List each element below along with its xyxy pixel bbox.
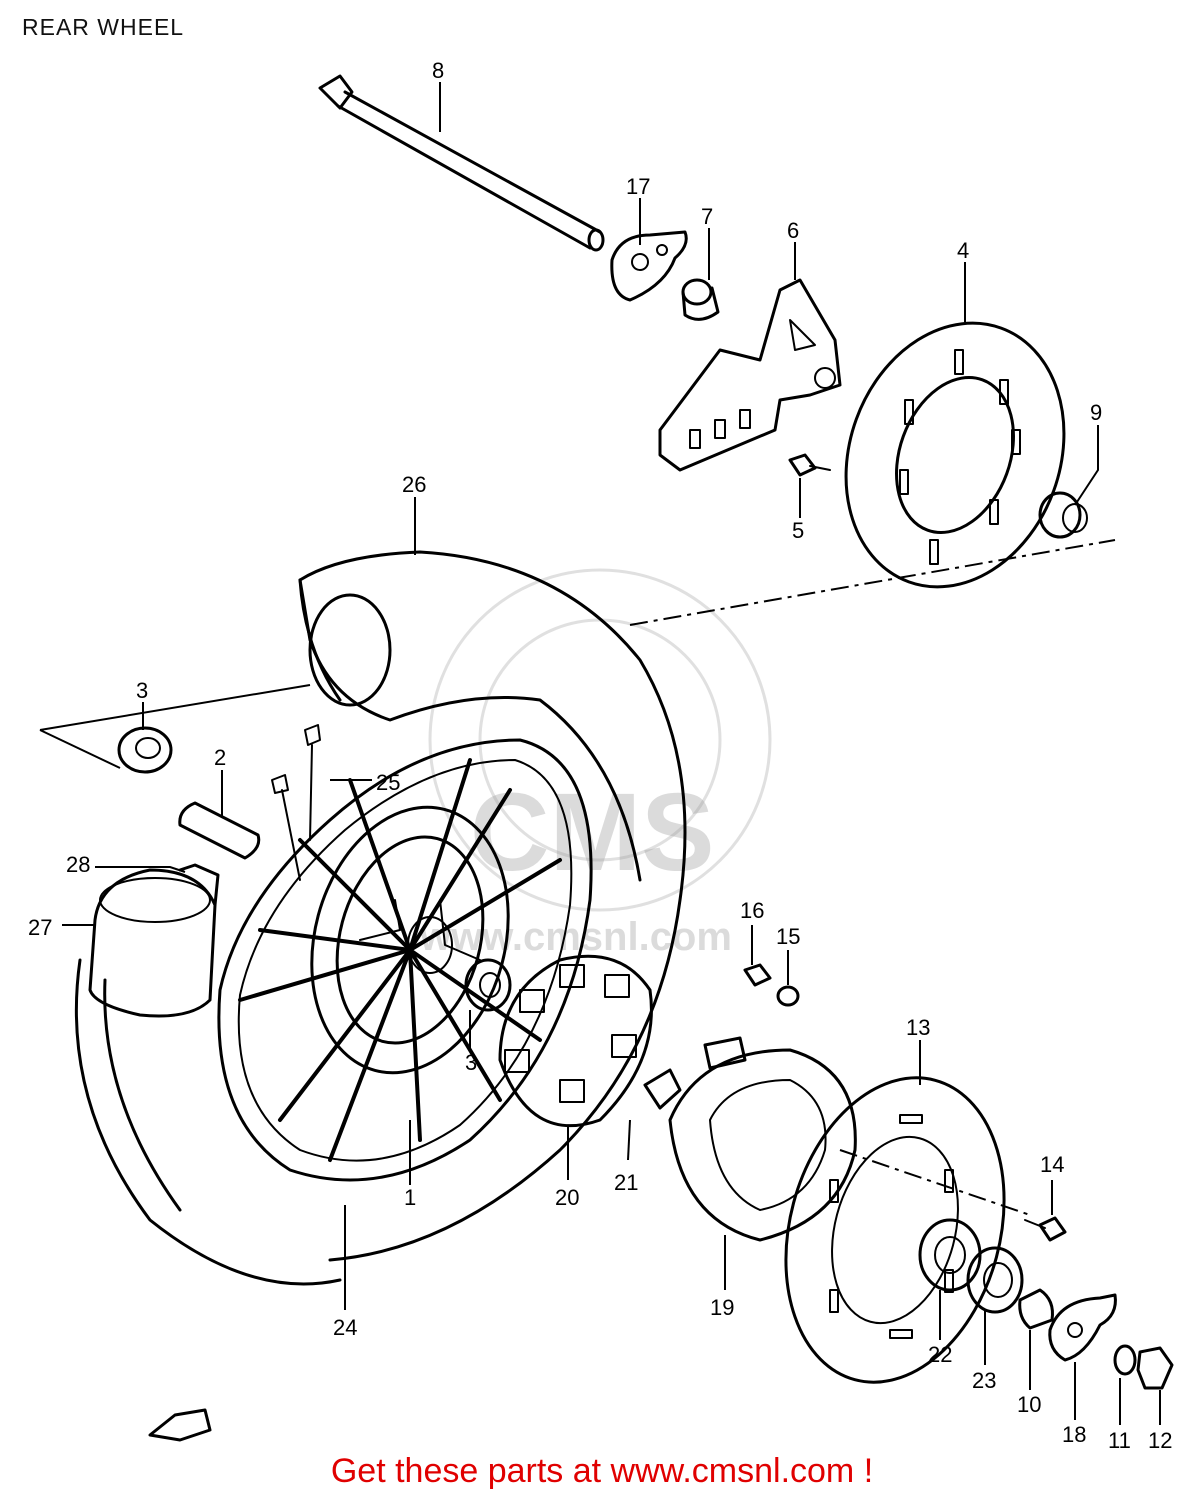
- inner-tube: [88, 863, 220, 1018]
- label-part-12: 12: [1148, 1428, 1172, 1450]
- footer-link[interactable]: Get these parts at www.cmsnl.com !: [330, 1452, 874, 1490]
- part-labels: 8 17 7 6 4 9 5 26 3 2 25 28 27 3 1 24 20…: [28, 58, 1172, 1450]
- label-part-6: 6: [787, 218, 799, 243]
- label-part-14: 14: [1040, 1152, 1064, 1177]
- caliper-bracket: [658, 278, 842, 472]
- collar-21: [643, 1068, 682, 1110]
- bearing-right: [464, 958, 512, 1012]
- label-part-26: 26: [402, 472, 426, 497]
- label-part-15: 15: [776, 924, 800, 949]
- label-part-3-right: 3: [465, 1050, 477, 1075]
- watermark-url: www.cmsnl.com: [419, 915, 732, 959]
- axle-nut-12: [1136, 1346, 1174, 1390]
- label-part-27: 27: [28, 915, 52, 940]
- chain-adjuster-left: [610, 230, 688, 302]
- label-part-25: 25: [376, 770, 400, 795]
- label-part-22: 22: [928, 1342, 952, 1367]
- sprocket-drum: [668, 1036, 857, 1242]
- label-part-7: 7: [701, 204, 713, 229]
- axle: [318, 74, 605, 252]
- wheel-rim: [217, 738, 593, 1182]
- leader-lines: [39, 82, 1161, 1425]
- label-part-18: 18: [1062, 1422, 1086, 1447]
- label-part-2: 2: [214, 745, 226, 770]
- bolt-5: [788, 453, 831, 477]
- spacer-10: [1018, 1288, 1054, 1330]
- label-part-8: 8: [432, 58, 444, 83]
- washer-11: [1113, 1344, 1137, 1376]
- spoke-nipples: [271, 724, 321, 881]
- page-title: REAR WHEEL: [22, 14, 185, 40]
- washer-15: [776, 985, 800, 1007]
- label-part-19: 19: [710, 1295, 734, 1320]
- label-part-9: 9: [1090, 400, 1102, 425]
- bearing-left: [117, 726, 173, 774]
- collar-9: [1038, 491, 1088, 539]
- rear-sprocket: [784, 1076, 1006, 1384]
- label-part-20: 20: [555, 1185, 579, 1210]
- label-part-17: 17: [626, 174, 650, 199]
- label-part-3-left: 3: [136, 678, 148, 703]
- label-part-28: 28: [66, 852, 90, 877]
- label-part-13: 13: [906, 1015, 930, 1040]
- brake-disc: [844, 321, 1066, 589]
- chain-adjuster-right: [1048, 1293, 1117, 1362]
- spacer-2: [178, 801, 261, 860]
- label-part-23: 23: [972, 1368, 996, 1393]
- label-part-5: 5: [792, 518, 804, 543]
- oil-seal-23: [966, 1246, 1024, 1314]
- label-part-24: 24: [333, 1315, 357, 1340]
- label-part-4: 4: [957, 238, 969, 263]
- rear-tire: [74, 550, 687, 1286]
- exploded-parts-diagram: CMS www.cmsnl.com: [28, 58, 1174, 1450]
- spacer-7: [681, 278, 720, 321]
- front-direction-arrow-icon: [148, 1408, 212, 1442]
- label-part-16: 16: [740, 898, 764, 923]
- cush-damper: [498, 954, 653, 1128]
- label-part-10: 10: [1017, 1392, 1041, 1417]
- bolt-14: [1024, 1216, 1067, 1242]
- label-part-1: 1: [404, 1185, 416, 1210]
- label-part-21: 21: [614, 1170, 638, 1195]
- label-part-11: 11: [1108, 1428, 1131, 1450]
- nut-16: [743, 963, 772, 987]
